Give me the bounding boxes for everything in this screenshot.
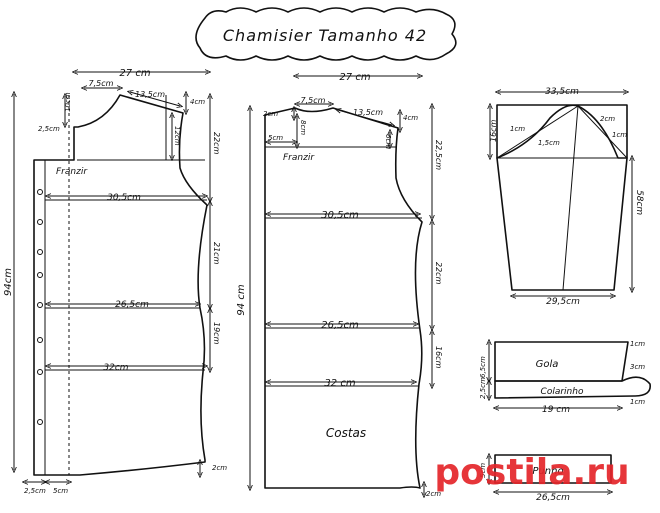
front-len-hip: 19cm bbox=[212, 322, 221, 345]
sleeve-length: 58cm bbox=[634, 190, 644, 215]
front-armhole-depth: 12cm bbox=[173, 126, 181, 146]
back-len-hip: 16cm bbox=[434, 346, 443, 369]
watermark: postila.ru bbox=[434, 452, 629, 493]
front-hem-drop: 2cm bbox=[212, 464, 227, 472]
sleeve-mark-a: 1cm bbox=[510, 125, 525, 133]
front-total-length: 94cm bbox=[3, 268, 14, 296]
back-chest: 30,5cm bbox=[321, 210, 359, 221]
collar-piece bbox=[494, 341, 651, 399]
sleeve-width-top: 33,5cm bbox=[545, 87, 579, 97]
back-yoke-mid: 8cm bbox=[299, 120, 307, 135]
cuff-label: Punho bbox=[532, 466, 563, 477]
watermark-text: postila.ru bbox=[434, 452, 629, 493]
collar-gola-height: 6,5cm bbox=[479, 356, 487, 378]
back-shoulder-drop: 4cm bbox=[403, 114, 418, 122]
front-buttonholes bbox=[37, 189, 43, 425]
front-shoulder-drop: 4cm bbox=[190, 98, 205, 106]
back-gather: Franzir bbox=[283, 153, 315, 163]
collar-colarinho-label: Colarinho bbox=[541, 387, 584, 397]
collar-colarinho-height: 2,5cm bbox=[479, 377, 487, 399]
cuff-height: 5cm bbox=[479, 463, 487, 478]
collar-width: 19 cm bbox=[542, 405, 570, 415]
back-shoulder: 13,5cm bbox=[353, 108, 383, 117]
back-neck-width: 7,5cm bbox=[301, 96, 326, 105]
back-width-top: 27 cm bbox=[339, 72, 370, 83]
front-chest: 30,5cm bbox=[107, 193, 141, 203]
front-len-chest: 22cm bbox=[212, 132, 221, 155]
collar-tip-ext: 3cm bbox=[630, 363, 645, 371]
front-dimensions: 27 cm 7,5cm 10cm 13,5cm 4cm 12cm 2,5cm F… bbox=[3, 68, 227, 495]
sleeve-cap-height: 16cm bbox=[489, 119, 498, 142]
back-total-length: 94 cm bbox=[236, 284, 247, 315]
collar-tip-bottom: 1cm bbox=[630, 398, 645, 406]
collar-gola-label: Gola bbox=[536, 359, 559, 370]
front-placket-a: 2,5cm bbox=[24, 487, 46, 495]
back-dimensions: 27 cm 7,5cm 2cm 13,5cm 4cm 5cm 8cm 6cm F… bbox=[236, 72, 443, 498]
collar-tip-top: 1cm bbox=[630, 340, 645, 348]
back-yoke-left: 5cm bbox=[268, 134, 283, 142]
back-waist: 26,5cm bbox=[321, 320, 359, 331]
cuff-width: 26,5cm bbox=[536, 493, 570, 503]
front-hip: 32cm bbox=[103, 363, 128, 373]
front-button-ext: 2,5cm bbox=[38, 125, 60, 133]
front-waist: 26,5cm bbox=[115, 300, 149, 310]
front-piece bbox=[33, 94, 208, 476]
front-width-top: 27 cm bbox=[119, 68, 150, 79]
front-gather: Franzir bbox=[56, 167, 88, 177]
sleeve-dimensions: 33,5cm 16cm 58cm 29,5cm 1cm 1,5cm 2cm 1c… bbox=[489, 87, 644, 307]
page-title: Chamisier Tamanho 42 bbox=[223, 26, 427, 45]
back-yoke-right: 6cm bbox=[384, 134, 392, 149]
sleeve-mark-c: 2cm bbox=[600, 115, 615, 123]
back-neck-rise: 2cm bbox=[263, 110, 278, 118]
cuff-piece: Punho 5cm 26,5cm bbox=[479, 455, 611, 503]
sleeve-piece bbox=[496, 104, 628, 291]
back-len-chest: 22,5cm bbox=[434, 140, 443, 170]
sleeve-mark-d: 1cm bbox=[612, 131, 627, 139]
front-shoulder: 13,5cm bbox=[135, 90, 165, 99]
back-hem-drop: 2cm bbox=[426, 490, 441, 498]
collar-dimensions: Gola Colarinho 6,5cm 2,5cm 19 cm 1cm 3cm… bbox=[479, 340, 645, 415]
sleeve-mark-b: 1,5cm bbox=[538, 139, 560, 147]
back-len-waist: 22cm bbox=[434, 262, 443, 285]
front-len-waist: 21cm bbox=[212, 242, 221, 265]
front-neck-depth: 10cm bbox=[64, 92, 72, 112]
front-placket-b: 5cm bbox=[53, 487, 68, 495]
sleeve-cuff-width: 29,5cm bbox=[546, 297, 580, 307]
title-cloud: Chamisier Tamanho 42 bbox=[195, 7, 457, 61]
back-label: Costas bbox=[326, 426, 366, 440]
front-neck-width: 7,5cm bbox=[89, 79, 114, 88]
back-hip: 32 cm bbox=[324, 378, 355, 389]
